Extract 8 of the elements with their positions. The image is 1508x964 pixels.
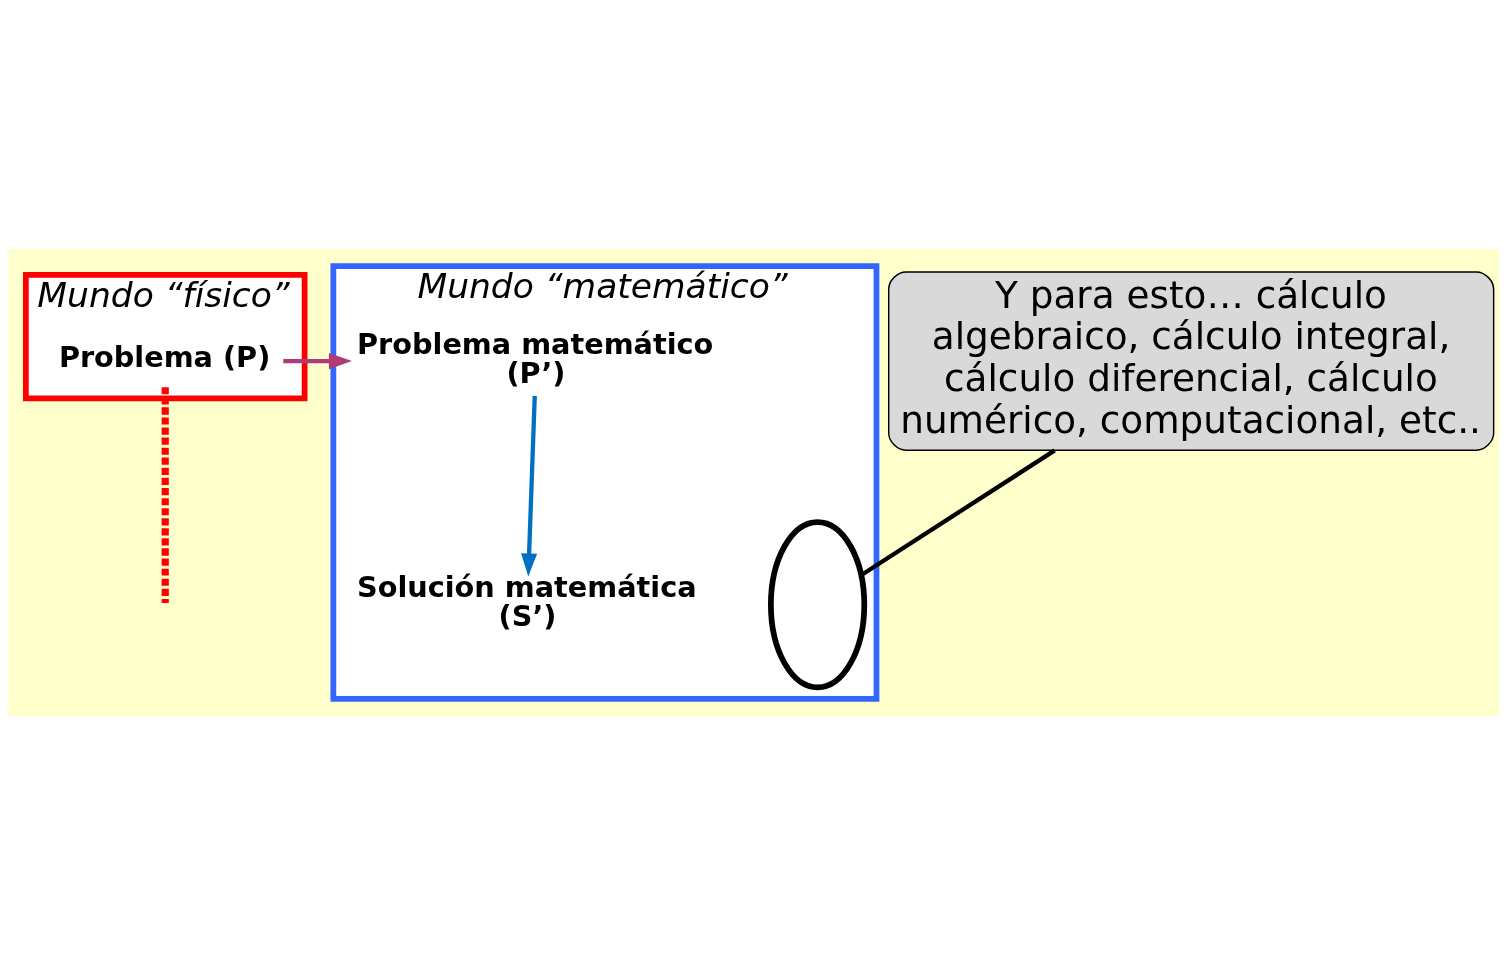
node-text: Problema (P): [58, 339, 271, 374]
node-box: Y para esto… cálculo algebraico, cálculo integral, cálculo diferencial, cálculo numérico, computacional, etc..: [888, 270, 1495, 451]
connector: [860, 448, 1056, 577]
arrow: [283, 352, 352, 369]
node-ellipse: [768, 518, 868, 690]
node-text: Solución matemática (S’): [357, 569, 697, 633]
node-text: Problema matemático (P’): [357, 326, 714, 390]
arrow: [521, 395, 538, 577]
